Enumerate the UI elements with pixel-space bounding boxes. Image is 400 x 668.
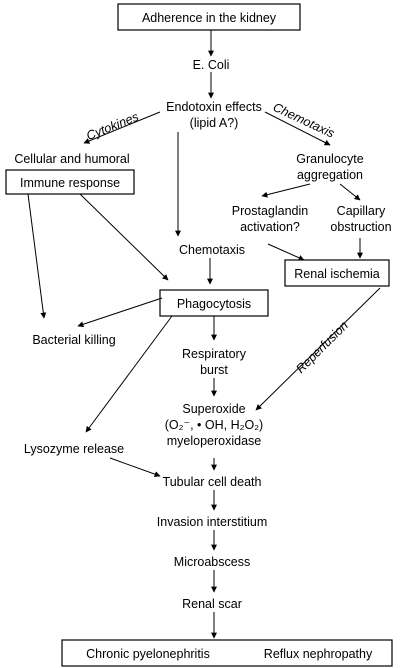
node-endotoxin-line2: (lipid A?) bbox=[190, 116, 239, 130]
node-tubular-cell-death: Tubular cell death bbox=[163, 475, 262, 489]
node-capillary-line1: Capillary bbox=[337, 204, 386, 218]
node-ecoli: E. Coli bbox=[193, 58, 230, 72]
edge-granulocyte-prostaglandin bbox=[261, 183, 311, 198]
node-superoxide-line3: myeloperoxidase bbox=[167, 434, 262, 448]
node-chemotaxis: Chemotaxis bbox=[179, 243, 245, 257]
node-renal-scar: Renal scar bbox=[182, 597, 242, 611]
edge-phagocytosis-lysozyme bbox=[85, 315, 173, 433]
node-renal-ischemia: Renal ischemia bbox=[294, 267, 380, 281]
node-cellular-humoral: Cellular and humoral bbox=[14, 152, 129, 166]
node-granulocyte-line2: aggregation bbox=[297, 168, 363, 182]
node-microabscess: Microabscess bbox=[174, 555, 250, 569]
node-capillary-line2: obstruction bbox=[330, 220, 391, 234]
node-prostaglandin-line1: Prostaglandin bbox=[232, 204, 308, 218]
edge-lysozyme-tubular bbox=[109, 457, 161, 477]
outcome-box bbox=[61, 639, 393, 667]
node-immune-response: Immune response bbox=[20, 176, 120, 190]
node-chronic-pyelonephritis: Chronic pyelonephritis bbox=[86, 647, 210, 661]
edge-label-reperfusion: Reperfusion bbox=[293, 318, 351, 376]
node-superoxide-line1: Superoxide bbox=[182, 402, 245, 416]
node-adherence: Adherence in the kidney bbox=[142, 11, 277, 25]
node-phagocytosis: Phagocytosis bbox=[177, 297, 251, 311]
edge-immune-bacterial bbox=[27, 193, 47, 319]
node-prostaglandin-line2: activation? bbox=[240, 220, 300, 234]
node-respiratory-line2: burst bbox=[200, 363, 228, 377]
node-invasion-interstitium: Invasion interstitium bbox=[157, 515, 267, 529]
node-reflux-nephropathy: Reflux nephropathy bbox=[264, 647, 373, 661]
renal-ischemia-box bbox=[284, 259, 390, 287]
edge-granulocyte-capillary bbox=[339, 183, 361, 201]
edge-reperfusion bbox=[255, 287, 381, 411]
node-lysozyme-release: Lysozyme release bbox=[24, 442, 124, 456]
edge-phagocytosis-bacterial bbox=[77, 297, 163, 328]
node-respiratory-line1: Respiratory bbox=[182, 347, 247, 361]
edge-prostaglandin-ischemia bbox=[267, 243, 305, 261]
edge-label-cytokines: Cytokines bbox=[84, 110, 140, 144]
edge-chemotaxis-granulocyte bbox=[264, 111, 331, 146]
node-granulocyte-line1: Granulocyte bbox=[296, 152, 363, 166]
node-superoxide-line2: (O₂⁻, • OH, H₂O₂) bbox=[165, 418, 263, 432]
edge-immune-phagocytosis bbox=[79, 193, 169, 281]
edge-cytokines bbox=[83, 111, 161, 144]
node-endotoxin-line1: Endotoxin effects bbox=[166, 100, 262, 114]
node-bacterial-killing: Bacterial killing bbox=[32, 333, 115, 347]
immune-response-box bbox=[5, 169, 135, 195]
adherence-box bbox=[117, 3, 301, 31]
